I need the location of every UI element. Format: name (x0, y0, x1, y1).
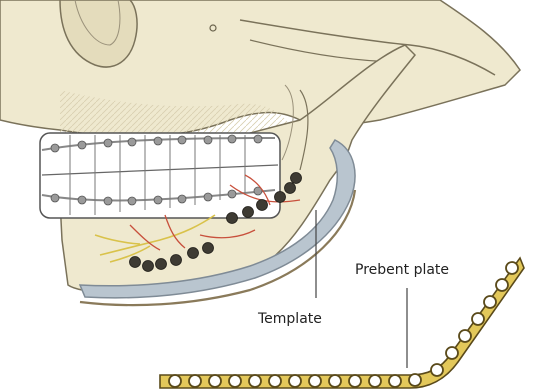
skull-cranium (0, 0, 520, 150)
template-label: Template (257, 311, 322, 327)
prebent-plate-label: Prebent plate (355, 262, 449, 278)
teeth-arch-bars (40, 133, 280, 218)
